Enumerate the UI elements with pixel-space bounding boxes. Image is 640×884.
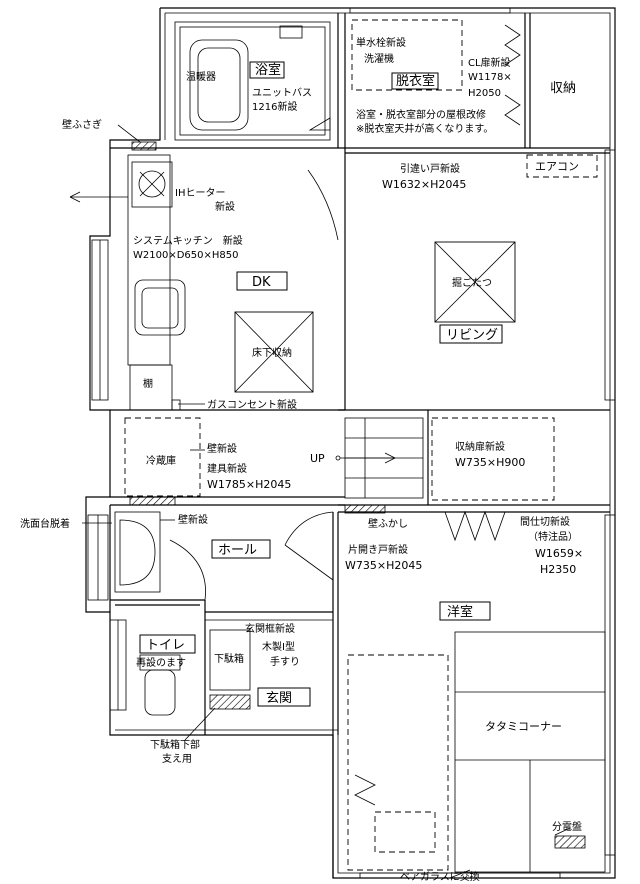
- toilet-label-box: [139, 634, 196, 654]
- mixer-faucet-label-2: 洗濯機: [364, 52, 394, 65]
- kotatsu-label: 掘ごたつ: [452, 276, 492, 289]
- water-heater-label: 温暖器: [186, 70, 216, 83]
- shoe-box-support-label-1: 下駄箱下部: [150, 738, 200, 751]
- aircon-box: [526, 154, 598, 178]
- ih-heater-label-1: IHヒーター: [175, 187, 225, 199]
- partition-label-4: H2350: [540, 563, 576, 576]
- distribution-board-label: 分電盤: [552, 820, 582, 833]
- swing-door-label-2: W735×H2045: [345, 559, 422, 572]
- system-kitchen-label-2: W2100×D650×H850: [133, 250, 239, 261]
- shoe-box-support-label-2: 支え用: [162, 753, 192, 765]
- bathroom: [174, 21, 331, 141]
- partition-label-2: （特注品）: [528, 530, 578, 543]
- new-wall-label: 壁新設: [207, 442, 237, 455]
- refrigerator-box: [124, 417, 201, 497]
- folding-partition: [444, 510, 506, 542]
- toilet-fixture: [139, 629, 251, 716]
- hall-label: ホール: [218, 543, 257, 558]
- door-swings: [169, 169, 339, 601]
- partition-label-3: W1659×: [535, 547, 583, 560]
- floor-storage: [234, 311, 314, 393]
- tatami-corner-label: タタミコーナー: [485, 720, 562, 733]
- washstand: [114, 511, 161, 593]
- ceiling-note-2: ※脱衣室天井が高くなります。: [356, 122, 493, 135]
- closet-door-label-1: CL扉新設: [468, 56, 511, 69]
- storage-under-stairs: [431, 417, 555, 501]
- living-label-box: [439, 324, 503, 344]
- dressing-room: [351, 19, 521, 126]
- entrance-label: 玄関: [266, 691, 292, 706]
- toilet-label: トイレ: [146, 638, 185, 653]
- bathroom-label-box: [249, 61, 285, 79]
- aircon-label: エアコン: [535, 160, 579, 173]
- door-label-1: 建具新設: [207, 462, 247, 475]
- labels: 浴室 脱衣室 収納 エアコン DK リビング ホール 玄関 トイレ 洋室 タタミ…: [20, 36, 583, 883]
- dk-label-box: [236, 271, 288, 291]
- entrance-frame-label-2: 木製I型: [262, 640, 295, 653]
- mixer-faucet-label-1: 単水栓新設: [356, 36, 406, 49]
- unit-bath-label: ユニットバス: [252, 87, 312, 99]
- western-room: [347, 631, 606, 873]
- leader-lines: [82, 124, 571, 879]
- new-wall-2-label: 壁新設: [178, 513, 208, 526]
- pair-glass-label: ペアガラスに交換: [400, 870, 480, 883]
- ih-heater-label-2: 新設: [215, 200, 235, 213]
- stairs-up-label: UP: [310, 452, 325, 465]
- living-label: リビング: [446, 328, 498, 343]
- dressing-room-label: 脱衣室: [396, 73, 435, 89]
- wall-cover-label: 壁ふさぎ: [62, 118, 102, 131]
- dk-label: DK: [252, 275, 271, 290]
- shelf-label: 棚: [143, 377, 153, 390]
- storage-label: 収納: [550, 81, 576, 96]
- stairs: [335, 417, 424, 499]
- storage-door-label-2: W735×H900: [455, 456, 525, 469]
- washstand-label: 洗面台脱着: [20, 517, 70, 530]
- door-label-2: W1785×H2045: [207, 478, 291, 491]
- closet-door-label-2: W1178×: [468, 72, 512, 83]
- storage-door-label-1: 収納扉新設: [455, 440, 505, 453]
- hall-label-box: [211, 539, 271, 559]
- floor-storage-label: 床下収納: [252, 346, 292, 359]
- western-room-label-box: [439, 601, 491, 621]
- hatched-walls: [129, 141, 586, 849]
- kotatsu: [434, 241, 516, 323]
- dressing-room-label-box: [391, 72, 439, 90]
- gas-outlet-label: ガスコンセント新設: [207, 398, 297, 411]
- entrance-label-box: [257, 687, 311, 707]
- wall-extend-label: 壁ふかし: [368, 517, 408, 530]
- closet-door-label-3: H2050: [468, 88, 501, 99]
- sliding-door-label-1: 引違い戸新設: [400, 162, 460, 175]
- ceiling-note-1: 浴室・脱衣室部分の屋根改修: [356, 108, 486, 121]
- toilet-reuse-label: 再設のます: [136, 656, 186, 669]
- bathroom-label: 浴室: [255, 62, 281, 78]
- refrigerator-label: 冷蔵庫: [146, 454, 176, 467]
- entrance-frame-label-3: 手すり: [270, 655, 300, 668]
- partition-label-1: 間仕切新設: [520, 515, 570, 528]
- unit-bath-size-label: 1216新設: [252, 100, 297, 113]
- system-kitchen-label-1: システムキッチン 新設: [133, 234, 243, 247]
- shoe-box-label: 下駄箱: [214, 652, 244, 665]
- entrance-frame-label-1: 玄関框新設: [245, 622, 295, 635]
- swing-door-label-1: 片開き戸新設: [348, 543, 408, 556]
- sliding-door-label-2: W1632×H2045: [382, 178, 466, 191]
- kitchen: [69, 154, 186, 411]
- western-room-label: 洋室: [447, 604, 473, 620]
